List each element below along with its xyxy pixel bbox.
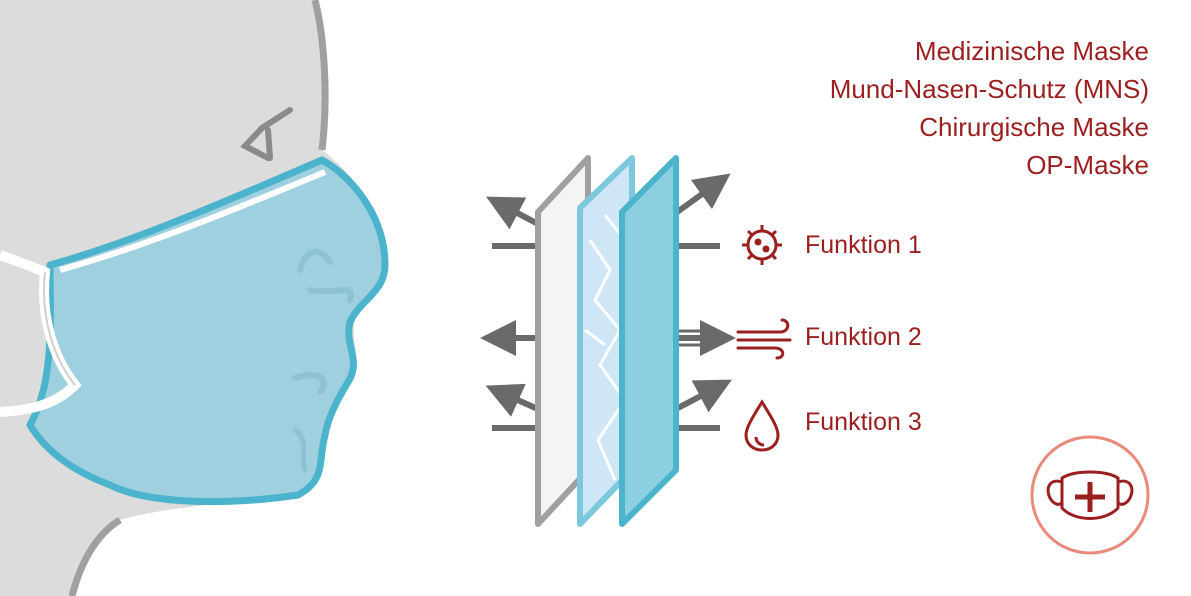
- surgical-mask: [0, 156, 389, 506]
- function-3-label: Funktion 3: [805, 408, 922, 436]
- mask-badge-icon: [1030, 435, 1150, 555]
- arrows: [480, 173, 736, 431]
- name-surgical-mask: Chirurgische Maske: [919, 112, 1149, 142]
- name-mns: Mund-Nasen-Schutz (MNS): [829, 74, 1149, 104]
- layer-inner: [619, 155, 679, 527]
- function-1-label: Funktion 1: [805, 231, 922, 259]
- eye-icon: [240, 107, 293, 161]
- name-medical-mask: Medizinische Maske: [914, 36, 1149, 66]
- droplet-icon: [744, 399, 780, 452]
- mask-names: Medizinische Maske Mund-Nasen-Schutz (MN…: [830, 32, 1149, 184]
- function-2-label: Funktion 2: [805, 323, 922, 351]
- name-op-mask: OP-Maske: [1026, 150, 1149, 180]
- virus-icon: [742, 225, 782, 265]
- wind-icon: [736, 318, 792, 360]
- filter-layers: [480, 155, 736, 527]
